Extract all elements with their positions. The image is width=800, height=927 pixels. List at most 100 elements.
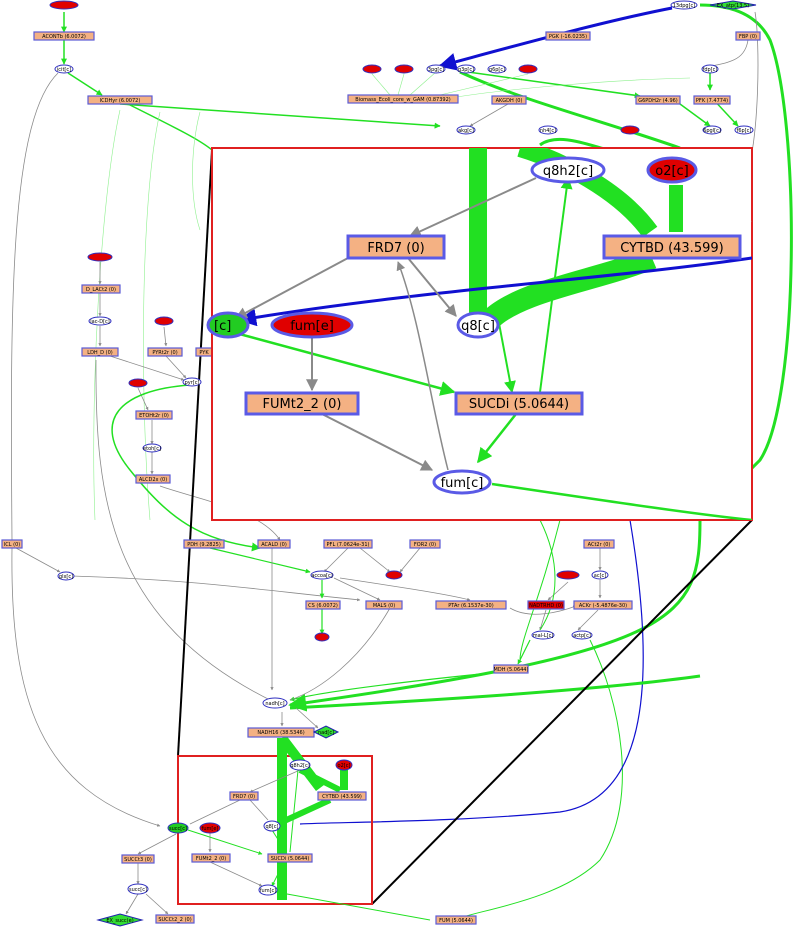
- metabolite-f6p: [734, 125, 754, 135]
- label-nh4: nh4[c]: [540, 128, 556, 134]
- metabolite-fdp: [701, 64, 719, 74]
- label-pgk: PGK (-16.0235): [549, 34, 587, 40]
- label-6pgl: 6pgl[c]: [703, 128, 721, 134]
- metabolite-q8h2: [530, 156, 606, 184]
- metabolite-3pg: [426, 64, 446, 74]
- label-pdh: PDH (9.2825): [187, 542, 221, 548]
- metabolite-succ-zoom: [206, 311, 250, 339]
- label-acald: ACALD (0): [261, 542, 287, 548]
- label-sucdi: SUCDi (5.0644): [469, 397, 569, 412]
- small-label-fume: fum[e]: [202, 826, 219, 832]
- label-accoa: accoa[c]: [311, 573, 332, 579]
- small-label-fumt2: FUMt2_2 (0): [196, 856, 226, 862]
- reaction-acontb: [33, 31, 95, 41]
- label-ldh: LDH_D (0): [87, 350, 112, 356]
- label-pyr: pyr[c]: [185, 380, 200, 386]
- reaction-mals: [365, 600, 403, 610]
- reaction-acald: [257, 539, 291, 549]
- external-metabolite-d: [620, 125, 640, 135]
- reaction-nadtrhd: [527, 600, 565, 610]
- metabolite-nh4: [538, 125, 558, 135]
- label-succ-zoom: [c]: [214, 319, 231, 334]
- external-metabolite-pyr: [154, 316, 174, 326]
- label-nadh16: NADH16 (38.5346): [257, 730, 304, 736]
- label-icl: ICL (0): [4, 542, 20, 548]
- external-metabolite-c: [394, 64, 414, 74]
- metabolite-actp: [571, 630, 593, 640]
- metabolite-g3p: [456, 64, 476, 74]
- small-metabolite-fume: [199, 822, 221, 834]
- label-pyrt: PYRt2r (0): [152, 350, 177, 356]
- label-alcd: ALCD2x (0): [139, 477, 167, 483]
- metabolite-g6p: [487, 64, 507, 74]
- reaction-frd7: [346, 234, 446, 260]
- reaction-act2r: [583, 539, 615, 549]
- small-label-q8: q8[c]: [265, 824, 278, 830]
- metabolite-accoa: [310, 570, 334, 580]
- label-akgdh: AKGDH (0): [496, 98, 523, 104]
- label-mals: MALS (0): [373, 603, 395, 609]
- label-lac: lac-D[c]: [90, 319, 110, 325]
- label-icit: icit[c]: [57, 67, 71, 73]
- small-reaction-sucdi: [267, 853, 313, 863]
- exchange-atp: [709, 0, 757, 10]
- exchange-succ: [96, 913, 144, 927]
- reaction-ptar: [435, 600, 507, 610]
- label-akg: akg[c]: [458, 128, 474, 134]
- label-nadh: nadh[c]: [265, 701, 284, 707]
- small-label-fum: fum[c]: [260, 888, 276, 894]
- label-mal: mal-L[c]: [533, 633, 554, 639]
- label-nad: nad[c]: [318, 730, 334, 736]
- label-glx: glx[c]: [59, 574, 73, 580]
- small-label-o2: o2[c]: [338, 763, 351, 769]
- small-reaction-frd7: [229, 791, 259, 801]
- nad-diamond: [312, 725, 340, 739]
- reaction-pfl: [323, 539, 373, 549]
- small-metabolite-o2: [335, 759, 353, 771]
- label-13dpg: 13dpg[c]: [673, 3, 696, 9]
- reaction-pgk: [545, 31, 591, 41]
- metabolite-etoh: [142, 443, 162, 453]
- reaction-cytbd: [602, 234, 742, 260]
- small-metabolite-fum: [258, 884, 278, 896]
- label-cs: CS (6.0072): [308, 603, 338, 609]
- label-atp-ex: EX_atp(13.5): [717, 3, 749, 9]
- reaction-icdhyr: [87, 95, 153, 105]
- reaction-fumt2: [244, 391, 360, 416]
- reaction-icl: [1, 539, 23, 549]
- label-fdp: fdp[c]: [703, 67, 718, 73]
- label-succt3: SUCCt3 (0): [124, 857, 152, 863]
- small-nodes: ACONTb (6.0072) icit[c] ICDHyr (6.0072) …: [1, 0, 761, 927]
- reaction-dlac: [81, 284, 121, 294]
- metabolite-q8: [456, 311, 500, 339]
- metabolite-glx: [57, 571, 75, 581]
- external-metabolite-etoh: [128, 378, 148, 388]
- label-succ-ex: EX_succ(e): [106, 918, 133, 924]
- metabolite-mal: [531, 630, 555, 640]
- label-o2: o2[c]: [655, 164, 689, 179]
- label-f6p: f6p[c]: [737, 128, 752, 134]
- small-reaction-fumt2: [191, 853, 231, 863]
- label-frd7: FRD7 (0): [367, 241, 424, 256]
- external-metabolite-lac: [87, 252, 113, 262]
- external-metabolite-b: [362, 64, 382, 74]
- label-fum-zoom: fum[c]: [441, 476, 484, 491]
- reaction-fbp: [735, 31, 761, 41]
- reaction-pdh: [183, 539, 225, 549]
- metabolite-o2: [646, 156, 698, 184]
- label-ptar: PTAr (6.1537e-30): [448, 603, 493, 609]
- label-fume: fum[e]: [290, 319, 334, 334]
- label-actp: actp[c]: [573, 633, 591, 639]
- label-biomass: Biomass_Ecoli_core_w_GAM (0.87392): [355, 97, 451, 103]
- small-metabolite-q8: [263, 820, 281, 832]
- metabolite-succ: [167, 822, 189, 834]
- small-label-sucdi: SUCDi (5.0644): [271, 856, 310, 862]
- zoom-inset: q8h2[c] o2[c] FRD7 (0) CYTBD (43.599) [c…: [206, 147, 753, 521]
- reaction-g6pdh: [635, 95, 681, 105]
- reaction-succt2: [155, 914, 195, 924]
- reaction-ackr: [573, 600, 633, 610]
- label-fum: FUM (5.0644): [439, 918, 473, 924]
- reaction-ldh: [81, 347, 119, 357]
- label-dlac: D_LACt2 (0): [86, 287, 116, 293]
